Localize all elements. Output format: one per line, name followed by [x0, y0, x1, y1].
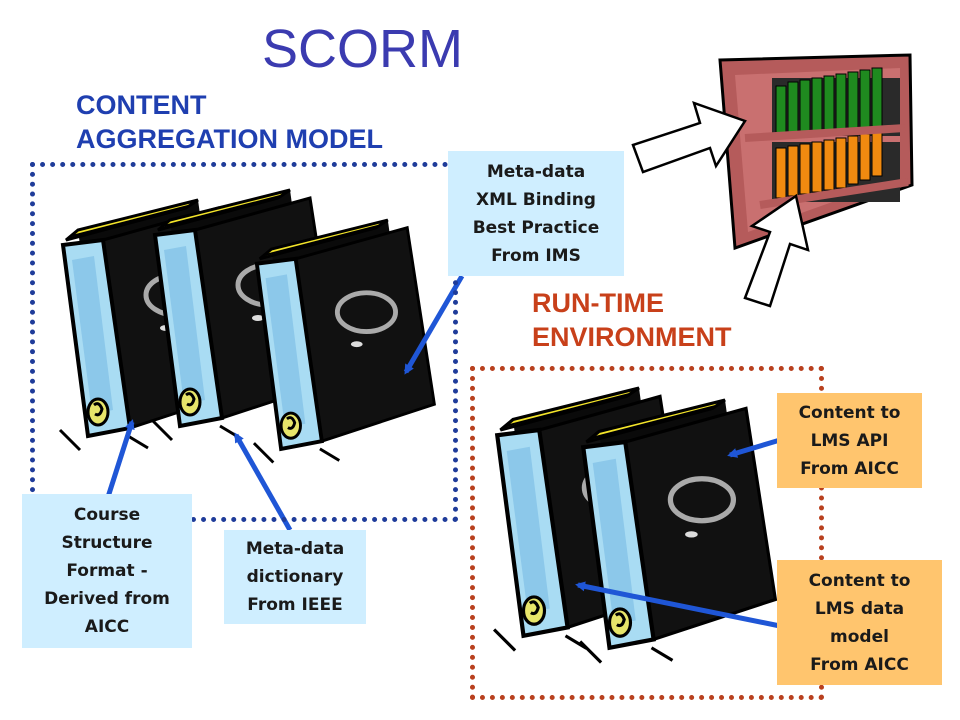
callout-line: From IMS [491, 245, 581, 266]
callout-line: model [830, 626, 889, 647]
arrow-data-model [575, 581, 781, 629]
callout-line: Best Practice [472, 217, 600, 238]
callout-line: LMS data [814, 598, 905, 619]
callout-line: Structure [61, 533, 153, 553]
callout-content-data-model: Content to LMS data model From AICC [777, 560, 942, 685]
rte-line-1: RUN-TIME [532, 288, 664, 318]
white-arrow-bottom [743, 193, 810, 308]
callout-line: AICC [84, 617, 130, 637]
callout-line: XML Binding [476, 189, 596, 210]
content-aggregation-heading: CONTENT AGGREGATION MODEL [76, 88, 383, 156]
callout-content-api: Content to LMS API From AICC [777, 393, 922, 488]
callout-line: Meta-data [245, 539, 345, 559]
run-time-heading: RUN-TIME ENVIRONMENT [532, 286, 732, 354]
bookcase-graphic [718, 53, 914, 251]
run-time-frame [470, 366, 824, 700]
callout-line: From IEEE [247, 595, 343, 615]
arrow-api [727, 437, 781, 458]
callout-course-structure: Course Structure Format - Derived from A… [22, 494, 192, 648]
callout-line: Format - [66, 561, 148, 581]
callout-line: Derived from [44, 589, 170, 609]
cam-line-1: CONTENT [76, 90, 207, 120]
page-title: SCORM [262, 19, 463, 79]
rte-line-2: ENVIRONMENT [532, 322, 732, 352]
callout-line: Meta-data [486, 161, 586, 182]
callout-line: Course [73, 505, 141, 525]
white-arrow-left [631, 101, 747, 174]
arrow-dictionary [233, 432, 293, 532]
content-aggregation-frame [30, 162, 458, 522]
arrow-course [105, 419, 135, 498]
callout-metadata-xml: Meta-data XML Binding Best Practice From… [448, 151, 624, 276]
callout-line: LMS API [810, 430, 889, 451]
callout-line: Content to [808, 570, 911, 591]
arrow-xml [403, 274, 465, 375]
callout-line: dictionary [246, 567, 344, 587]
callout-line: From AICC [800, 458, 899, 479]
callout-line: From AICC [810, 654, 909, 675]
callout-line: Content to [798, 402, 901, 423]
callout-metadata-dictionary: Meta-data dictionary From IEEE [224, 530, 366, 624]
cam-line-2: AGGREGATION MODEL [76, 124, 383, 154]
